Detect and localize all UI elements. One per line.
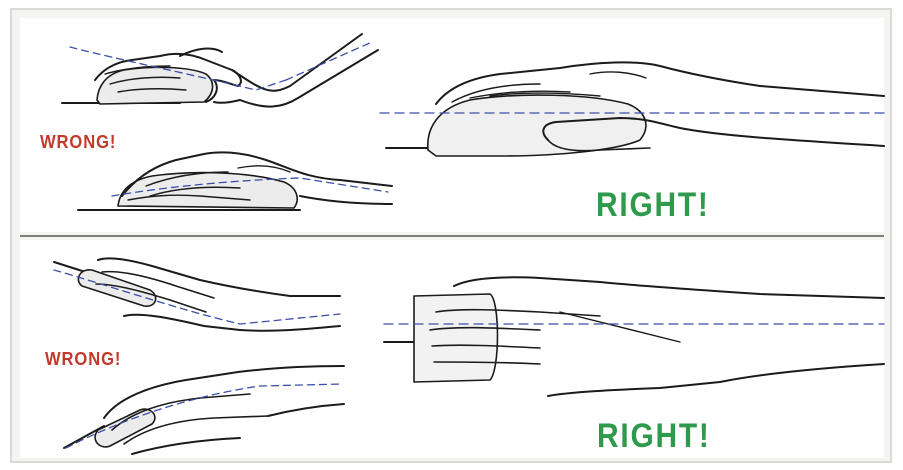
wrong-label-top: WRONG! — [40, 132, 116, 153]
panel-divider — [20, 235, 884, 237]
side-view-panel — [20, 18, 884, 232]
top-view-panel — [20, 240, 884, 458]
wrong-label-bottom: WRONG! — [45, 349, 121, 370]
right-label-bottom: RIGHT! — [597, 417, 711, 456]
right-label-top: RIGHT! — [596, 186, 710, 225]
